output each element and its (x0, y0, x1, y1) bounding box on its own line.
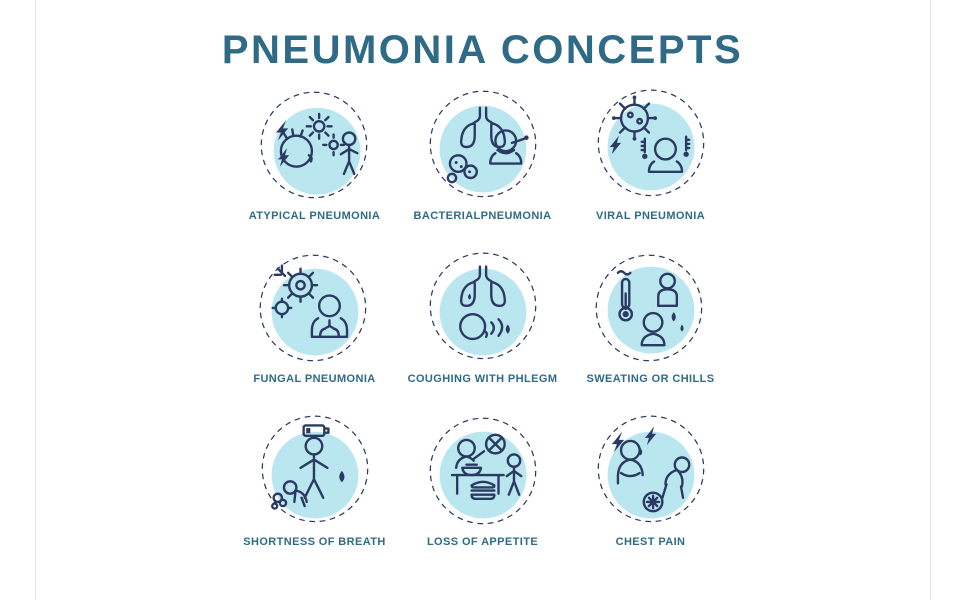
concept-card-shortness-of-breath: SHORTNESS OF BREATH (231, 411, 399, 548)
sweating-or-chills-icon (589, 248, 713, 372)
concept-label: ATYPICAL PNEUMONIA (248, 210, 381, 222)
concept-card-fungal-pneumonia: FUNGAL PNEUMONIA (231, 248, 399, 385)
coughing-with-phlegm-icon (421, 248, 545, 372)
concept-card-loss-of-appetite: LOSS OF APPETITE (399, 411, 567, 548)
artboard-edge-left (35, 0, 36, 600)
concept-label: FUNGAL PNEUMONIA (253, 373, 376, 385)
viral-pneumonia-icon (589, 85, 713, 209)
concept-card-sweating-or-chills: SWEATING OR CHILLS (567, 248, 735, 385)
shortness-of-breath-icon (253, 411, 377, 535)
concept-card-coughing-with-phlegm: COUGHING WITH PHLEGM (399, 248, 567, 385)
concept-card-atypical-pneumonia: ATYPICAL PNEUMONIA (231, 85, 399, 222)
concept-label: CHEST PAIN (615, 536, 686, 548)
concept-label: LOSS OF APPETITE (426, 536, 539, 548)
concept-label: BACTERIALPNEUMONIA (413, 210, 552, 222)
concept-grid: ATYPICAL PNEUMONIA (0, 85, 965, 548)
fungal-pneumonia-icon (253, 248, 377, 372)
page-title: PNEUMONIA CONCEPTS (221, 28, 744, 72)
chest-pain-icon (589, 411, 713, 535)
concept-card-chest-pain: CHEST PAIN (567, 411, 735, 548)
artboard-edge-right (930, 0, 931, 600)
concept-label: SWEATING OR CHILLS (586, 373, 715, 385)
concept-label: SHORTNESS OF BREATH (243, 536, 386, 548)
atypical-pneumonia-icon (253, 85, 377, 209)
loss-of-appetite-icon (421, 411, 545, 535)
concept-card-bacterial-pneumonia: BACTERIALPNEUMONIA (399, 85, 567, 222)
concept-label: COUGHING WITH PHLEGM (407, 373, 558, 385)
bacterial-pneumonia-icon (421, 85, 545, 209)
concept-label: VIRAL PNEUMONIA (595, 210, 706, 222)
concept-card-viral-pneumonia: VIRAL PNEUMONIA (567, 85, 735, 222)
